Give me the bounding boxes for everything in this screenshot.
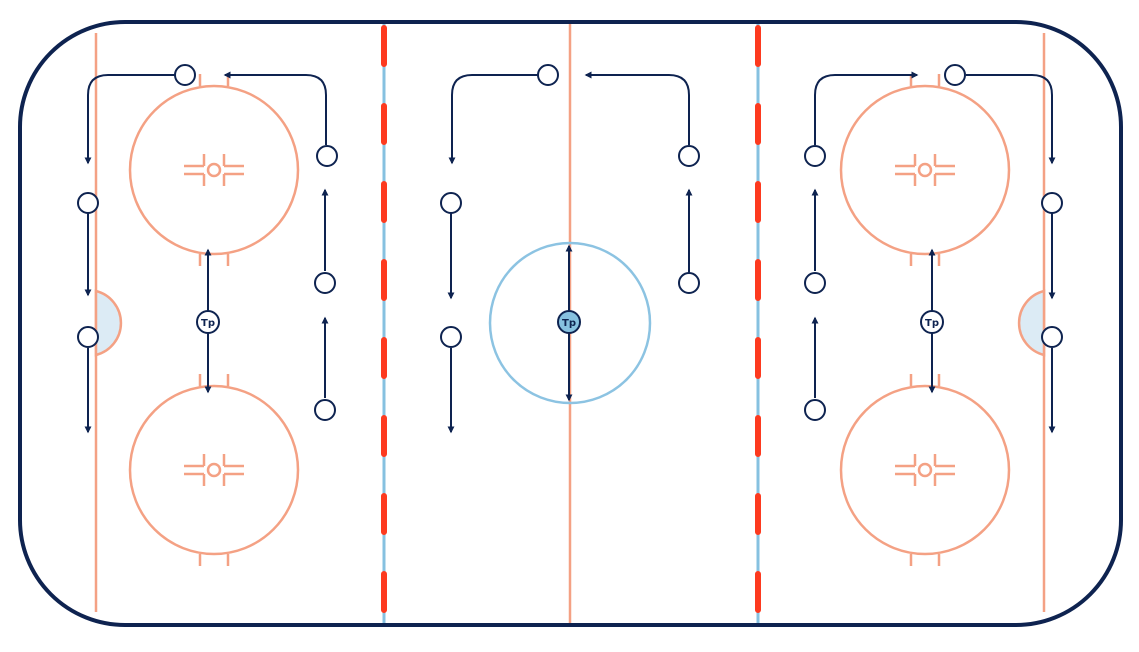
crease-right [1017,289,1046,357]
player-marker [316,145,338,167]
faceoff-circle [128,84,300,256]
player-marker [804,399,826,421]
faceoff-circle [128,384,300,556]
skating-paths [84,71,1056,434]
player-marker [314,272,336,294]
player-marker [440,192,462,214]
tp-label: Tp [201,318,215,329]
tp-marker-left: Tp [196,310,220,334]
path-left-top-curve-right [223,71,327,145]
faceoff-circles [128,74,1011,566]
path-right-curve-right [966,74,1056,165]
player-marker [1041,192,1063,214]
player-marker [440,326,462,348]
player-marker [174,64,196,86]
player-marker [77,326,99,348]
tp-label: Tp [925,318,939,329]
path-right-curve-left [814,71,919,145]
player-marker [804,145,826,167]
faceoff-circle [839,84,1011,256]
player-marker [314,399,336,421]
player-marker [804,272,826,294]
tp-label: Tp [562,318,576,329]
path-mid-curve-left [448,74,538,165]
path-left-top-curve-left [84,74,175,165]
player-marker [678,272,700,294]
player-marker [944,64,966,86]
path-mid-curve-right [584,71,690,145]
player-marker [678,145,700,167]
player-marker [1041,326,1063,348]
player-marker [77,192,99,214]
player-marker [537,64,559,86]
tp-marker-center: Tp [557,310,581,334]
faceoff-circle [839,384,1011,556]
crease-left [94,289,123,357]
tp-marker-right: Tp [920,310,944,334]
player-markers [77,64,1063,421]
center-circle [488,241,652,405]
